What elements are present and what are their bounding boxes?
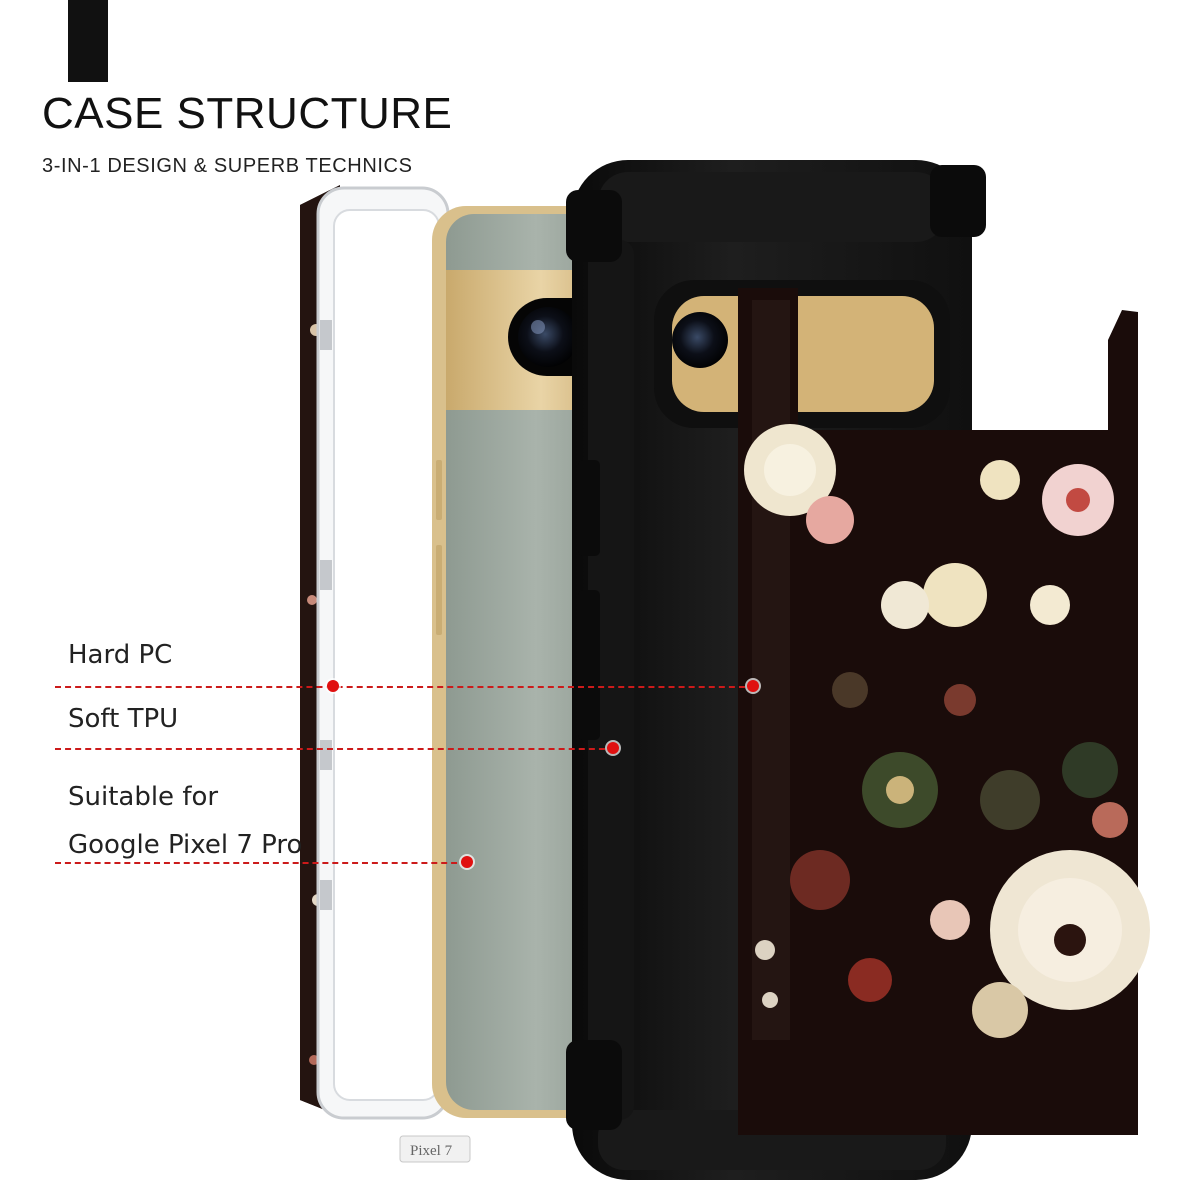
callout-marker-device <box>461 856 473 868</box>
header-accent-bar <box>68 0 108 82</box>
callout-label-hard-pc: Hard PC <box>68 640 173 670</box>
floral-back-plate <box>738 288 1150 1135</box>
device-model-text: Pixel 7 <box>410 1143 453 1159</box>
callout-label-suitable-for: Suitable for <box>68 782 219 812</box>
flower-pattern <box>744 424 1150 1038</box>
callout-marker-hard-pc-left <box>327 680 339 692</box>
callout-label-device-model: Google Pixel 7 Pro <box>68 830 303 860</box>
callout-label-soft-tpu: Soft TPU <box>68 704 179 734</box>
guide-line-device <box>55 862 467 864</box>
guide-line-soft-tpu <box>55 748 615 750</box>
page-subtitle: 3-IN-1 DESIGN & SUPERB TECHNICS <box>42 155 413 177</box>
guide-line-hard-pc <box>55 686 755 688</box>
clear-tpu-frame <box>316 186 450 1120</box>
callout-marker-hard-pc-right <box>747 680 759 692</box>
callout-marker-soft-tpu <box>607 742 619 754</box>
page-title: CASE STRUCTURE <box>42 89 453 138</box>
